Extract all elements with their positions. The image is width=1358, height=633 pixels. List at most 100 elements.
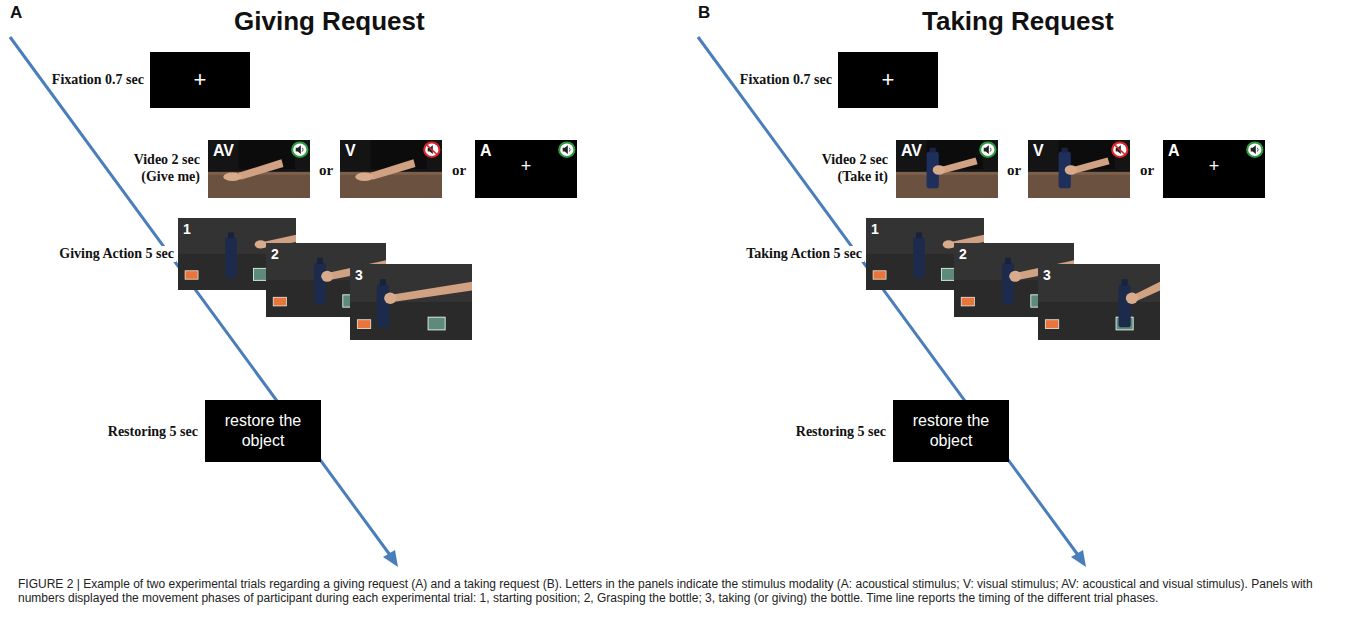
illustration-shape <box>428 317 445 330</box>
illustration-shape <box>223 172 241 181</box>
illustration-shape <box>1009 271 1021 282</box>
illustration-shape <box>563 145 568 154</box>
illustration-shape <box>1119 284 1131 327</box>
video-frame: AV <box>896 140 998 198</box>
illustration-shape <box>1134 282 1160 302</box>
illustration-shape <box>185 271 198 279</box>
timeline-arrow <box>10 37 390 555</box>
figure-caption: FIGURE 2 | Example of two experimental t… <box>18 577 1340 605</box>
illustration-shape <box>559 142 574 157</box>
fixation-cross: + <box>480 156 572 176</box>
illustration-shape <box>380 279 386 285</box>
separator-word: or <box>1005 162 1023 178</box>
panel-letter: A <box>8 3 24 23</box>
illustration-shape <box>990 148 992 152</box>
phase-label: Taking Action 5 sec <box>744 246 864 262</box>
illustration-shape <box>1257 148 1259 152</box>
fixation-screen: + <box>838 52 938 108</box>
illustration-shape <box>350 264 472 340</box>
phase-label: Restoring 5 sec <box>794 424 888 440</box>
separator-word: or <box>317 162 335 178</box>
illustration-shape <box>1126 293 1138 304</box>
phase-label: Video 2 sec <box>820 152 890 168</box>
phase-label: (Give me) <box>139 169 202 185</box>
illustration-shape <box>208 140 310 198</box>
phase-number: 3 <box>355 266 363 284</box>
illustration-shape <box>424 142 439 157</box>
panel-title: Giving Request <box>232 6 427 36</box>
illustration-shape <box>1005 258 1011 264</box>
illustration-shape <box>916 232 922 238</box>
phase-label: Giving Action 5 sec <box>57 246 176 262</box>
illustration-shape <box>377 284 389 327</box>
illustration-shape <box>896 172 998 198</box>
illustration-shape <box>208 172 310 198</box>
illustration-shape <box>941 157 978 173</box>
instruction-text: restore the object <box>213 411 313 451</box>
illustration-shape <box>292 142 307 157</box>
fixation-cross: + <box>882 68 895 92</box>
timeline-arrowhead <box>1071 550 1086 567</box>
phase-number: 2 <box>959 245 967 263</box>
illustration-shape <box>930 148 936 153</box>
illustration-shape <box>873 271 886 279</box>
illustration-shape <box>228 232 234 238</box>
phase-label: Fixation 0.7 sec <box>738 72 834 88</box>
illustration-shape <box>296 145 301 154</box>
illustration-shape <box>1045 320 1058 329</box>
illustration-shape <box>1247 142 1262 157</box>
illustration-shape <box>933 165 945 175</box>
audio-only-screen: A+ <box>1163 140 1265 198</box>
modality-letter: V <box>1033 142 1044 160</box>
phase-number: 3 <box>1043 266 1051 284</box>
video-frame: AV <box>208 140 310 198</box>
illustration-shape <box>350 302 472 340</box>
illustration-shape <box>1251 145 1256 154</box>
illustration-shape <box>1028 140 1130 198</box>
illustration-shape <box>239 159 284 179</box>
timeline-arrowhead <box>383 550 398 567</box>
illustration-shape <box>357 320 370 329</box>
illustration-shape <box>1062 148 1068 153</box>
illustration-shape <box>913 237 925 278</box>
illustration-shape <box>1122 279 1128 285</box>
illustration-shape <box>943 240 955 248</box>
illustration-shape <box>321 271 333 282</box>
illustration-shape <box>1073 157 1110 173</box>
illustration-shape <box>896 140 998 198</box>
restore-screen: restore the object <box>205 400 321 462</box>
illustration-shape <box>1115 145 1125 155</box>
phase-label: Video 2 sec <box>132 152 202 168</box>
illustration-shape <box>317 258 323 264</box>
illustration-shape <box>1038 302 1160 340</box>
action-photo: 3 <box>1038 264 1160 340</box>
illustration-shape <box>1112 142 1127 157</box>
audio-only-screen: A+ <box>475 140 577 198</box>
timeline-arrow <box>698 37 1078 555</box>
illustration-shape <box>1038 264 1160 340</box>
fixation-cross: + <box>1168 156 1260 176</box>
phase-label: Restoring 5 sec <box>106 424 200 440</box>
panel-title: Taking Request <box>920 6 1116 36</box>
illustration-shape <box>384 293 396 304</box>
phase-number: 1 <box>871 220 879 238</box>
illustration-shape <box>569 148 571 152</box>
illustration-shape <box>314 263 326 305</box>
illustration-shape <box>427 145 437 155</box>
phase-label: (Take it) <box>836 169 890 185</box>
illustration-shape <box>984 145 989 154</box>
panel-letter: B <box>696 3 712 23</box>
video-frame: V <box>1028 140 1130 198</box>
phase-number: 1 <box>183 220 191 238</box>
phase-number: 2 <box>271 245 279 263</box>
illustration-shape <box>393 282 472 302</box>
illustration-shape <box>980 142 995 157</box>
illustration-shape <box>1163 140 1265 198</box>
illustration-shape <box>475 140 577 198</box>
illustration-shape <box>340 172 442 198</box>
illustration-shape <box>225 237 237 278</box>
illustration-shape <box>273 297 286 306</box>
illustration-shape <box>302 148 304 152</box>
illustration-shape <box>340 140 442 198</box>
